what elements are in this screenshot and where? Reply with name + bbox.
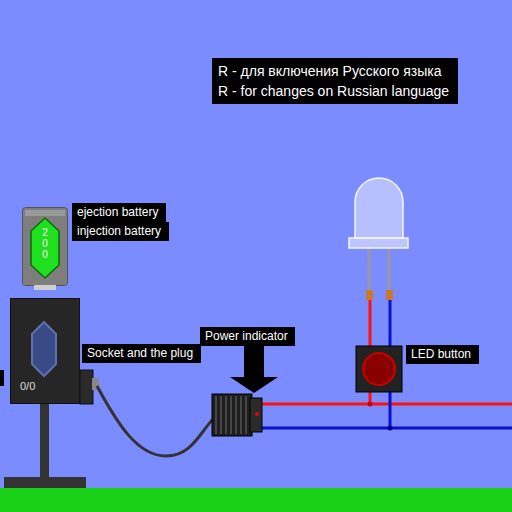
leg-joint: [366, 290, 373, 300]
power-unit: 0/0: [10, 298, 80, 404]
label-text: R - for changes on Russian language: [218, 81, 452, 101]
indicator-dot: [255, 412, 259, 416]
plug-body: [212, 394, 252, 436]
red-wire: [262, 403, 512, 406]
cable: [97, 386, 214, 456]
label-text: injection battery: [77, 224, 164, 239]
ground: [0, 488, 512, 512]
label-box: Power indicator: [200, 327, 295, 346]
leg-joint: [386, 290, 393, 300]
led-dome: [355, 178, 403, 238]
edge-tab: [0, 370, 4, 386]
label-text: ejection battery: [77, 205, 161, 220]
junction: [368, 402, 373, 407]
charge-value: 200: [22, 227, 68, 260]
stand-base: [4, 477, 86, 488]
fin: [220, 396, 222, 434]
fin: [215, 396, 217, 434]
led-button: [356, 346, 402, 392]
led-leg: [388, 248, 391, 292]
led-button-cap: [363, 353, 395, 385]
led-rim: [349, 238, 408, 248]
plug-head: [250, 398, 262, 432]
fin: [240, 396, 242, 434]
label-box: ejection battery: [72, 203, 166, 222]
battery: 200: [22, 207, 68, 291]
led-leg: [368, 248, 371, 292]
blue-wire: [262, 427, 512, 430]
plug-fins: [216, 396, 246, 434]
fin: [245, 396, 247, 434]
label-box: LED button: [406, 345, 479, 364]
label-text: LED button: [411, 347, 474, 362]
label-text: Power indicator: [205, 329, 290, 344]
fin: [225, 396, 227, 434]
socket: [80, 370, 93, 404]
counter-value: 0/0: [20, 380, 35, 392]
label-box: Socket and the plug: [82, 344, 201, 363]
pointer-arrow: [230, 346, 278, 393]
info-box: R - для включения Русского языкаR - for …: [212, 58, 458, 104]
fin: [235, 396, 237, 434]
fin: [230, 396, 232, 434]
label-box: injection battery: [72, 222, 169, 241]
label-text: Socket and the plug: [87, 346, 196, 361]
stand-pole: [40, 404, 49, 479]
label-text: R - для включения Русского языка: [218, 61, 452, 81]
junction: [388, 426, 393, 431]
